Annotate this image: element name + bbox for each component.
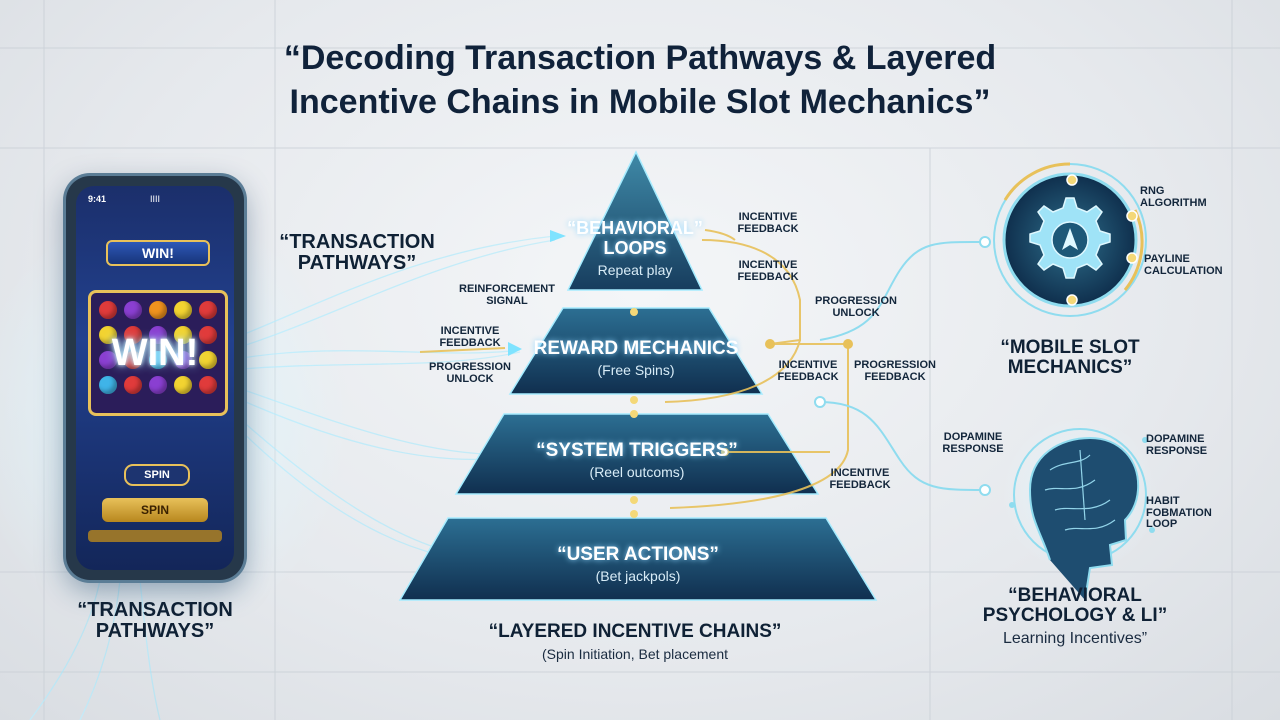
layered-incentive-chains-label: “LAYERED INCENTIVE CHAINS” [488, 621, 782, 642]
reel-symbol-lemon-icon [99, 326, 117, 344]
tier-1-subtitle: Repeat play [597, 262, 673, 278]
learning-incentives-label: Learning Incentives” [1002, 630, 1148, 647]
reel-symbol-lemon-icon [174, 376, 192, 394]
slot-reel-frame [88, 290, 228, 416]
big-win-text: WIN! [111, 332, 199, 374]
spin-button-large[interactable]: SPIN [102, 498, 208, 522]
tier-2-title: REWARD MECHANICS [533, 338, 739, 359]
reel-symbol-cherry-icon [124, 351, 142, 369]
reel-symbol-cherry-icon [199, 326, 217, 344]
reel-symbol-cherry-icon [99, 301, 117, 319]
reinforcement-signal-label: REINFORCEMENT SIGNAL [459, 283, 555, 307]
tier-3-subtitle: (Reel outcoms) [589, 464, 685, 480]
reel-symbol-cherry-icon [124, 376, 142, 394]
reel-symbol-grape-icon [99, 351, 117, 369]
incentive-feedback-low-label: INCENTIVE FEEDBACK [829, 467, 891, 491]
status-time: 9:41 [88, 194, 107, 204]
tier-1-title: “BEHAVIORAL” LOOPS [567, 218, 703, 258]
progression-feedback-label: PROGRESSION FEEDBACK [854, 359, 936, 383]
progression-unlock-right-label: PROGRESSION UNLOCK [815, 295, 897, 319]
phone-mockup: 9:41 IIII WIN! WIN! SPIN SPIN [66, 176, 244, 580]
reel-symbol-grape-icon [149, 376, 167, 394]
pyramid-tier-1 [566, 150, 704, 291]
pyramid-tier-3 [454, 413, 820, 495]
reel-symbol-grape-icon [124, 301, 142, 319]
incentive-feedback-top2-label: INCENTIVE FEEDBACK [737, 259, 799, 283]
habit-formation-loop-label: HABIT FOBMATION LOOP [1146, 495, 1212, 531]
pyramid-tier-2 [508, 307, 764, 395]
tier-3-title: “SYSTEM TRIGGERS” [536, 440, 738, 461]
incentive-feedback-mid-label: INCENTIVE FEEDBACK [777, 359, 839, 383]
bottom-controls [88, 530, 222, 542]
tier-4-subtitle: (Bet jackpols) [595, 568, 681, 584]
reel-symbol-cherry-icon [199, 376, 217, 394]
payline-calculation-label: PAYLINE CALCULATION [1144, 253, 1223, 277]
reel-symbol-lemon-icon [174, 301, 192, 319]
phone-screen: 9:41 IIII WIN! WIN! SPIN SPIN [76, 186, 234, 570]
reel-symbol-cherry-icon [124, 326, 142, 344]
mobile-slot-mechanics-label: “MOBILE SLOT MECHANICS” [1000, 337, 1140, 378]
reel-symbol-orange-icon [149, 301, 167, 319]
reel-symbol-gem-icon [149, 351, 167, 369]
spin-button-small[interactable]: SPIN [124, 464, 190, 486]
reel-symbol-lemon-icon [199, 351, 217, 369]
status-signal: IIII [150, 194, 161, 204]
incentive-feedback-left-label: INCENTIVE FEEDBACK [439, 325, 501, 349]
transaction-pathways-label-lower: “TRANSACTION PATHWAYS” [77, 599, 233, 642]
page-title-line-1: “Decoding Transaction Pathways & Layered [283, 39, 997, 77]
dopamine-response-left-label: DOPAMINE RESPONSE [942, 431, 1004, 455]
reel-symbol-grape-icon [174, 351, 192, 369]
head-profile-icon [1028, 436, 1140, 601]
phone-banner: WIN! [106, 240, 210, 266]
behavioral-psychology-label: “BEHAVIORAL PSYCHOLOGY & LI” [982, 585, 1168, 626]
reel-symbol-gem-icon [99, 376, 117, 394]
pyramid-tier-4 [398, 517, 878, 601]
tier-4-title: “USER ACTIONS” [557, 544, 719, 565]
layered-incentive-chains-subtitle: (Spin Initiation, Bet placement [542, 646, 728, 662]
incentive-feedback-top-label: INCENTIVE FEEDBACK [737, 211, 799, 235]
slot-reels [91, 293, 225, 402]
dopamine-response-right-label: DOPAMINE RESPONSE [1146, 433, 1208, 457]
transaction-pathways-label-upper: “TRANSACTION PATHWAYS” [279, 231, 435, 274]
page-title-line-2: Incentive Chains in Mobile Slot Mechanic… [289, 83, 991, 121]
progression-unlock-left-label: PROGRESSION UNLOCK [429, 361, 511, 385]
reel-symbol-grape-icon [149, 326, 167, 344]
reel-symbol-cherry-icon [199, 301, 217, 319]
reel-symbol-lemon-icon [174, 326, 192, 344]
tier-2-subtitle: (Free Spins) [597, 362, 675, 378]
rng-algorithm-label: RNG ALGORITHM [1140, 185, 1207, 209]
